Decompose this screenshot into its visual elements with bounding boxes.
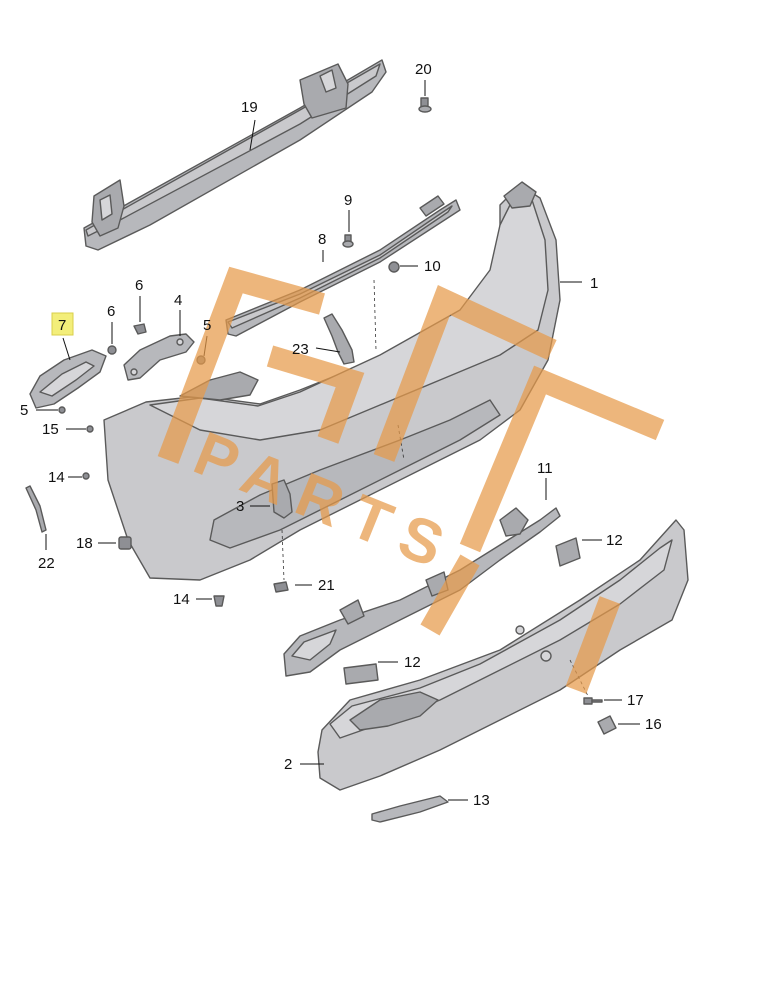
part-20-bolt xyxy=(418,97,432,113)
part-4-side-guide xyxy=(123,333,195,381)
callout-3: 3 xyxy=(236,498,244,515)
part-7-side-bracket xyxy=(29,349,107,409)
part-13-reflector-strip xyxy=(371,795,449,823)
callout-4: 4 xyxy=(174,292,182,309)
part-16-cap xyxy=(597,715,617,735)
callout-5-lower: 5 xyxy=(20,402,28,419)
callout-11: 11 xyxy=(537,460,553,477)
part-10-nut xyxy=(388,261,400,273)
part-12-pad-b xyxy=(343,663,379,685)
callout-labels: 1 2 3 4 5 5 6 6 7 8 9 10 11 12 12 13 14 … xyxy=(20,61,662,809)
part-12-pad-a xyxy=(555,537,581,567)
callout-6-left: 6 xyxy=(107,303,115,320)
part-11-carrier xyxy=(283,507,561,677)
callout-23: 23 xyxy=(292,341,309,358)
callout-9: 9 xyxy=(344,192,352,209)
part-17-screw xyxy=(583,697,603,705)
callout-12-right: 12 xyxy=(606,532,623,549)
callout-5-upper: 5 xyxy=(203,317,211,334)
callout-21: 21 xyxy=(318,577,335,594)
callout-15: 15 xyxy=(42,421,59,438)
callout-14-lower: 14 xyxy=(173,591,190,608)
part-6-clip-a xyxy=(107,345,117,355)
part-12-pads xyxy=(343,537,581,685)
callout-22: 22 xyxy=(38,555,55,572)
part-23-bracket xyxy=(323,313,355,365)
callout-13: 13 xyxy=(473,792,490,809)
callout-16: 16 xyxy=(645,716,662,733)
callout-14-upper: 14 xyxy=(48,469,65,486)
part-5-clip-b xyxy=(58,406,66,414)
part-6-clip-b xyxy=(133,323,147,335)
part-14-clip-a xyxy=(82,472,90,480)
part-15-clip xyxy=(86,425,94,433)
part-14-clip-b xyxy=(213,595,225,607)
callout-7: 7 xyxy=(58,317,66,334)
callout-7-highlight xyxy=(51,312,74,336)
callout-2: 2 xyxy=(284,756,292,773)
callout-19: 19 xyxy=(241,99,258,116)
part-21-clip xyxy=(273,581,289,593)
part-3-bracket xyxy=(271,479,293,519)
callout-1: 1 xyxy=(590,275,598,292)
callout-18: 18 xyxy=(76,535,93,552)
part-22-trim-strip xyxy=(25,485,47,533)
part-2-diffuser xyxy=(317,519,689,791)
part-19-reinforcement-beam xyxy=(83,59,387,251)
part-18-buffer xyxy=(118,536,132,550)
callout-20: 20 xyxy=(415,61,432,78)
callout-17: 17 xyxy=(627,692,644,709)
part-9-screw xyxy=(342,234,354,248)
callout-8: 8 xyxy=(318,231,326,248)
callout-10: 10 xyxy=(424,258,441,275)
callout-12-lower: 12 xyxy=(404,654,421,671)
callout-6-right: 6 xyxy=(135,277,143,294)
